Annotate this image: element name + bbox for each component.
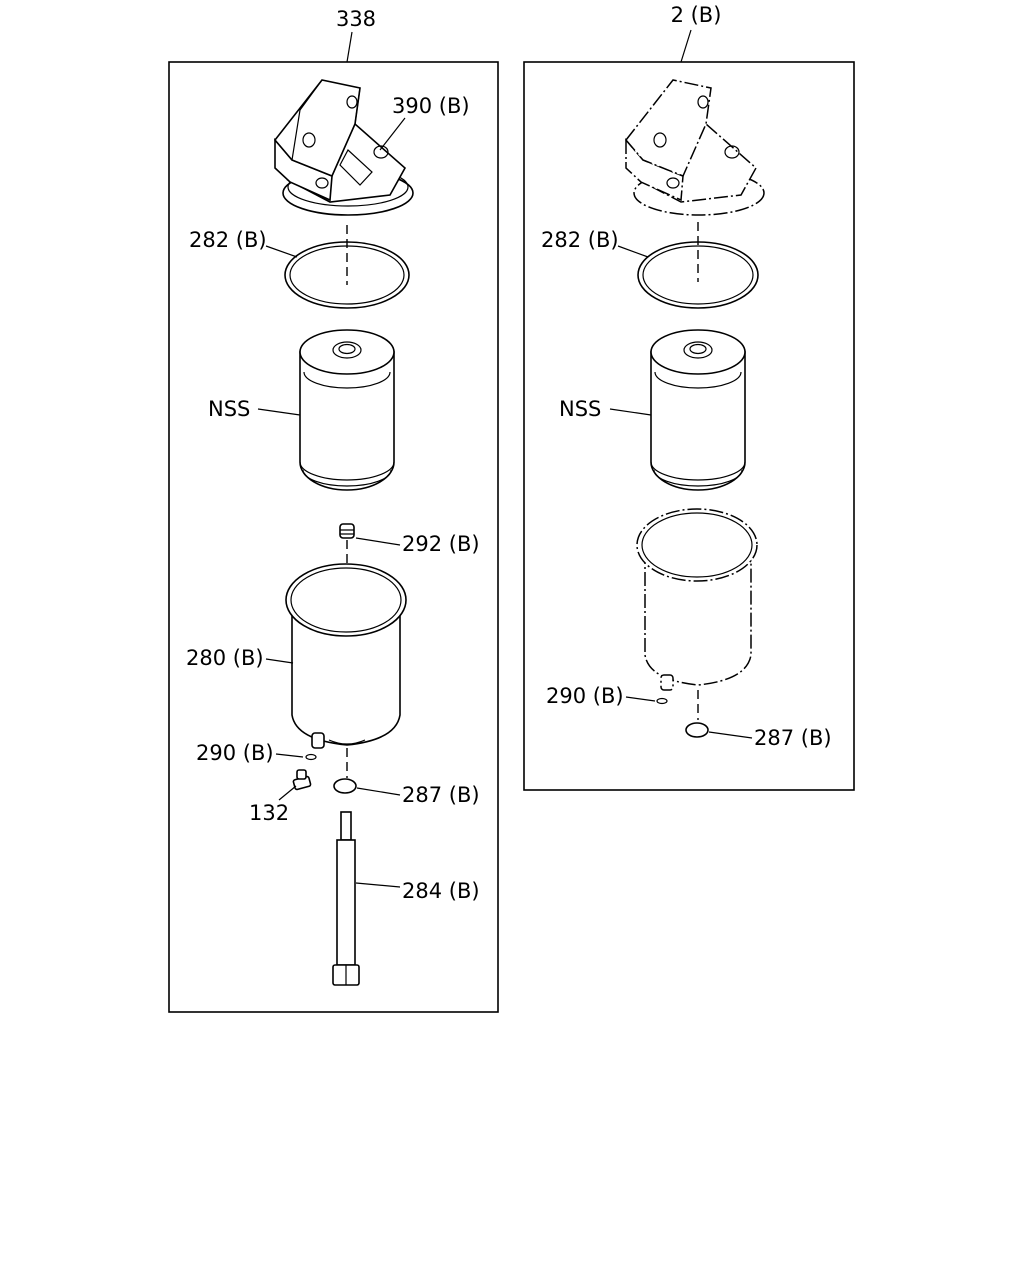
label-290[interactable]: 290 (B) [196,741,274,765]
right-title[interactable]: 2 (B) [671,3,722,27]
o-ring-right[interactable] [637,241,759,309]
label-290-right[interactable]: 290 (B) [546,684,624,708]
filter-element-right[interactable] [650,329,746,491]
label-292[interactable]: 292 (B) [402,532,480,556]
label-nss-right[interactable]: NSS [559,397,601,421]
left-title[interactable]: 338 [336,7,376,31]
label-287-right[interactable]: 287 (B) [754,726,832,750]
small-o-ring-right[interactable] [656,697,668,705]
label-nss[interactable]: NSS [208,397,250,421]
drain-plug[interactable] [292,769,312,791]
small-o-ring[interactable] [305,753,317,761]
left-assembly: 338 390 (B) 282 (B) [168,7,499,1013]
right-frame [523,61,855,791]
o-ring[interactable] [284,241,410,309]
label-132[interactable]: 132 [249,801,289,825]
label-282[interactable]: 282 (B) [189,228,267,252]
label-282-right[interactable]: 282 (B) [541,228,619,252]
label-280[interactable]: 280 (B) [186,646,264,670]
label-284[interactable]: 284 (B) [402,879,480,903]
bleed-plug[interactable] [339,523,355,539]
filter-element[interactable] [299,329,395,491]
filter-bowl-reference [636,508,758,691]
seal-washer[interactable] [333,778,357,794]
filter-head-reference [625,79,765,216]
filter-head[interactable] [273,79,414,216]
right-assembly: 2 (B) 282 (B) [523,3,855,791]
filter-bowl[interactable] [285,563,407,749]
label-390[interactable]: 390 (B) [392,94,470,118]
center-bolt[interactable] [332,811,360,986]
label-287[interactable]: 287 (B) [402,783,480,807]
seal-washer-right[interactable] [685,722,709,738]
left-frame [168,61,499,1013]
